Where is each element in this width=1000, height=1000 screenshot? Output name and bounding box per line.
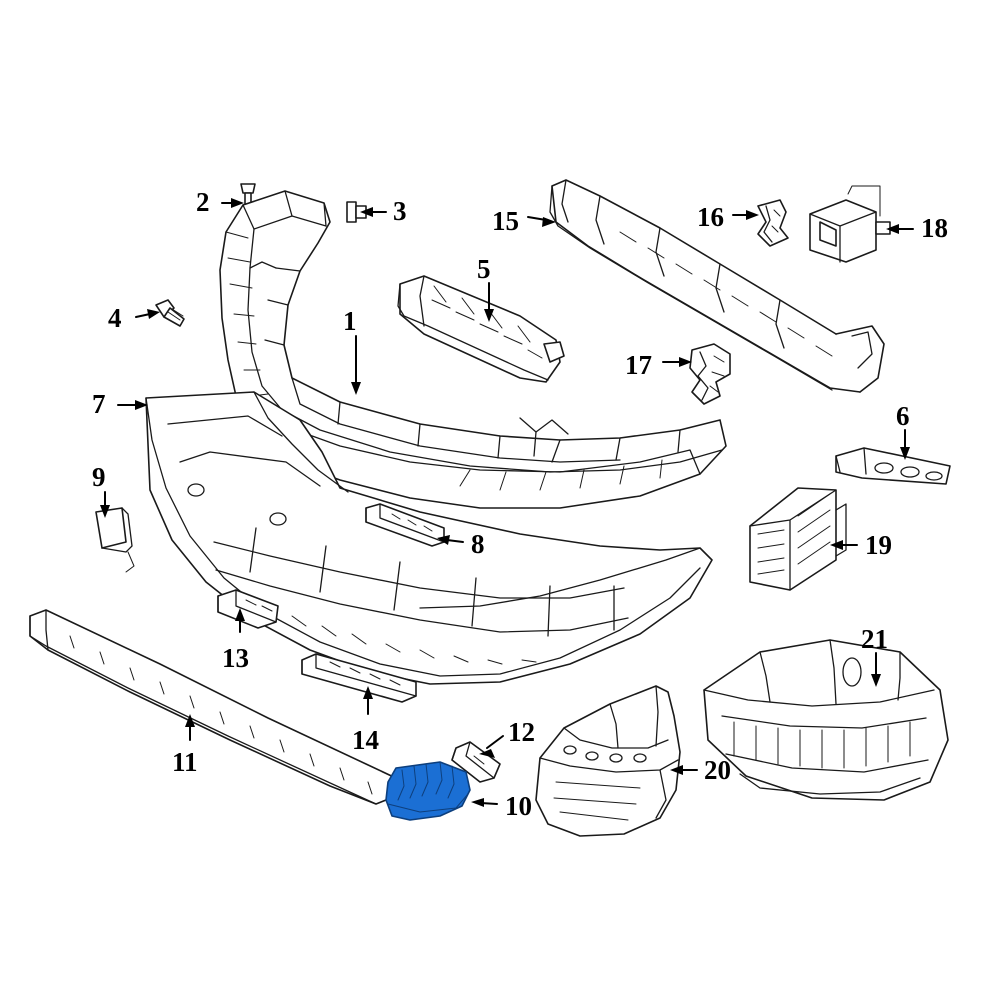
part-18-sensor-module bbox=[809, 185, 891, 263]
part-16-small-bracket bbox=[757, 199, 789, 247]
callout-label-6: 6 bbox=[896, 401, 910, 431]
callout-label-17: 17 bbox=[625, 350, 652, 380]
callout-label-2: 2 bbox=[196, 187, 210, 217]
leader-lines bbox=[100, 198, 914, 807]
part-20-splash-shield bbox=[535, 685, 681, 837]
callout-label-15: 15 bbox=[492, 206, 519, 236]
callout-label-7: 7 bbox=[92, 389, 106, 419]
part-14-trim-strip bbox=[301, 653, 417, 703]
part-17-bracket bbox=[689, 343, 731, 405]
part-15-upper-beam bbox=[549, 179, 885, 393]
callout-label-9: 9 bbox=[92, 462, 106, 492]
callout-label-4: 4 bbox=[108, 303, 122, 333]
part-6-mounting-plate bbox=[835, 447, 951, 485]
part-10-highlighted-spoiler bbox=[385, 761, 471, 821]
callout-label-3: 3 bbox=[393, 196, 407, 226]
callout-label-13: 13 bbox=[222, 643, 249, 673]
callout-label-5: 5 bbox=[477, 254, 491, 284]
callout-label-14: 14 bbox=[352, 725, 379, 755]
callout-label-16: 16 bbox=[697, 202, 724, 232]
callout-label-21: 21 bbox=[861, 624, 888, 654]
callout-label-1: 1 bbox=[343, 306, 357, 336]
callout-label-10: 10 bbox=[505, 791, 532, 821]
part-19-side-bracket bbox=[749, 487, 847, 591]
callout-label-12: 12 bbox=[508, 717, 535, 747]
callout-label-19: 19 bbox=[865, 530, 892, 560]
part-3-bolt bbox=[346, 201, 367, 223]
callout-label-18: 18 bbox=[921, 213, 948, 243]
part-5-reinforcement-strip bbox=[397, 275, 565, 383]
part-9-clip bbox=[95, 507, 135, 573]
callout-label-20: 20 bbox=[704, 755, 731, 785]
callout-label-8: 8 bbox=[471, 529, 485, 559]
part-4-screw bbox=[155, 299, 185, 327]
part-13-bracket bbox=[217, 589, 279, 629]
part-21-underbody-panel bbox=[703, 639, 949, 801]
callout-label-11: 11 bbox=[172, 747, 198, 777]
part-12-clip bbox=[451, 741, 501, 783]
